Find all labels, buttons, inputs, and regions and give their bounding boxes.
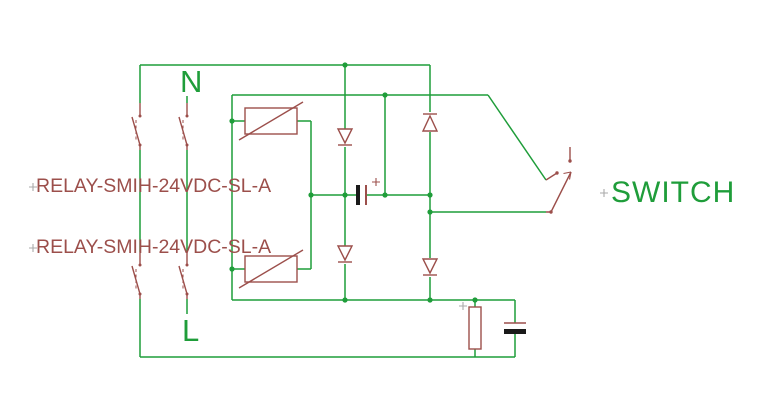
capacitor-plate-thick (356, 185, 360, 205)
contact-pin-dot (138, 263, 142, 267)
capacitor[interactable] (504, 322, 526, 334)
relay-contact-2[interactable] (178, 103, 189, 150)
junction-dot (472, 297, 478, 303)
net-label-l[interactable]: L (182, 313, 199, 348)
diode-2[interactable] (336, 245, 354, 263)
junction-dot (427, 192, 433, 198)
plus-polarity-mark (372, 178, 380, 186)
origin-cross (29, 183, 37, 191)
contact-pin-dot (185, 292, 189, 296)
contact-pin-dot (185, 263, 189, 267)
junction-dot (382, 92, 388, 98)
contact-pin-dot (185, 143, 189, 147)
switch-contacts (545, 147, 572, 213)
junction-dot (308, 192, 314, 198)
resistor[interactable] (468, 306, 482, 350)
wire-segment-rc-leads[interactable] (474, 300, 516, 357)
wire-segment-coil-frame[interactable] (231, 94, 515, 301)
origin-cross (29, 244, 37, 252)
contact-pin-dot (138, 292, 142, 296)
switch-pin-dot (549, 210, 553, 214)
net-label-n[interactable]: N (180, 64, 202, 99)
diode-triangle (336, 245, 354, 262)
diode-4[interactable] (421, 258, 439, 276)
wire-segment-mid-bus[interactable] (311, 94, 547, 213)
relay-contact-3[interactable] (131, 252, 142, 299)
junction-dot (229, 118, 235, 124)
switch-pin-dot (555, 171, 559, 175)
junction-dot (342, 297, 348, 303)
diode-triangle (336, 128, 354, 145)
switch-symbol[interactable] (545, 147, 572, 214)
diode-triangle (421, 114, 439, 132)
capacitor-plate-thick (504, 329, 526, 334)
coil-diagonal (238, 101, 304, 141)
part-name-switch[interactable]: SWITCH (611, 176, 735, 209)
wire-group (139, 64, 547, 358)
relay-contact-4[interactable] (178, 252, 189, 299)
relay-coil-2[interactable] (238, 249, 304, 289)
polarized-capacitor[interactable] (356, 178, 380, 205)
origin-cross (600, 189, 608, 197)
origin-cross (459, 302, 467, 310)
coil-diagonal (238, 249, 304, 289)
switch-blade-arrow (563, 171, 572, 180)
junction-dot (342, 192, 348, 198)
resistor-body (468, 306, 482, 350)
contact-pin-dot (185, 114, 189, 118)
part-name-relay-2[interactable]: RELAY-SMIH-24VDC-SL-A (36, 236, 271, 258)
relay-coil-1[interactable] (238, 101, 304, 141)
junction-dot (229, 266, 235, 272)
part-name-relay-1[interactable]: RELAY-SMIH-24VDC-SL-A (36, 175, 271, 197)
wire-segment-left-buses[interactable] (139, 64, 515, 358)
diode-3[interactable] (421, 113, 439, 132)
contact-pin-dot (138, 114, 142, 118)
junction-dot (427, 297, 433, 303)
switch-pin-dot (568, 159, 572, 163)
origin-crosses (29, 183, 608, 310)
diode-triangle (421, 258, 439, 275)
contact-pin-dot (138, 143, 142, 147)
relay-contact-1[interactable] (131, 103, 142, 150)
diode-1[interactable] (336, 128, 354, 146)
junction-dots (229, 62, 478, 303)
junction-dot (427, 209, 433, 215)
junction-dot (342, 62, 348, 68)
junction-dot (382, 192, 388, 198)
